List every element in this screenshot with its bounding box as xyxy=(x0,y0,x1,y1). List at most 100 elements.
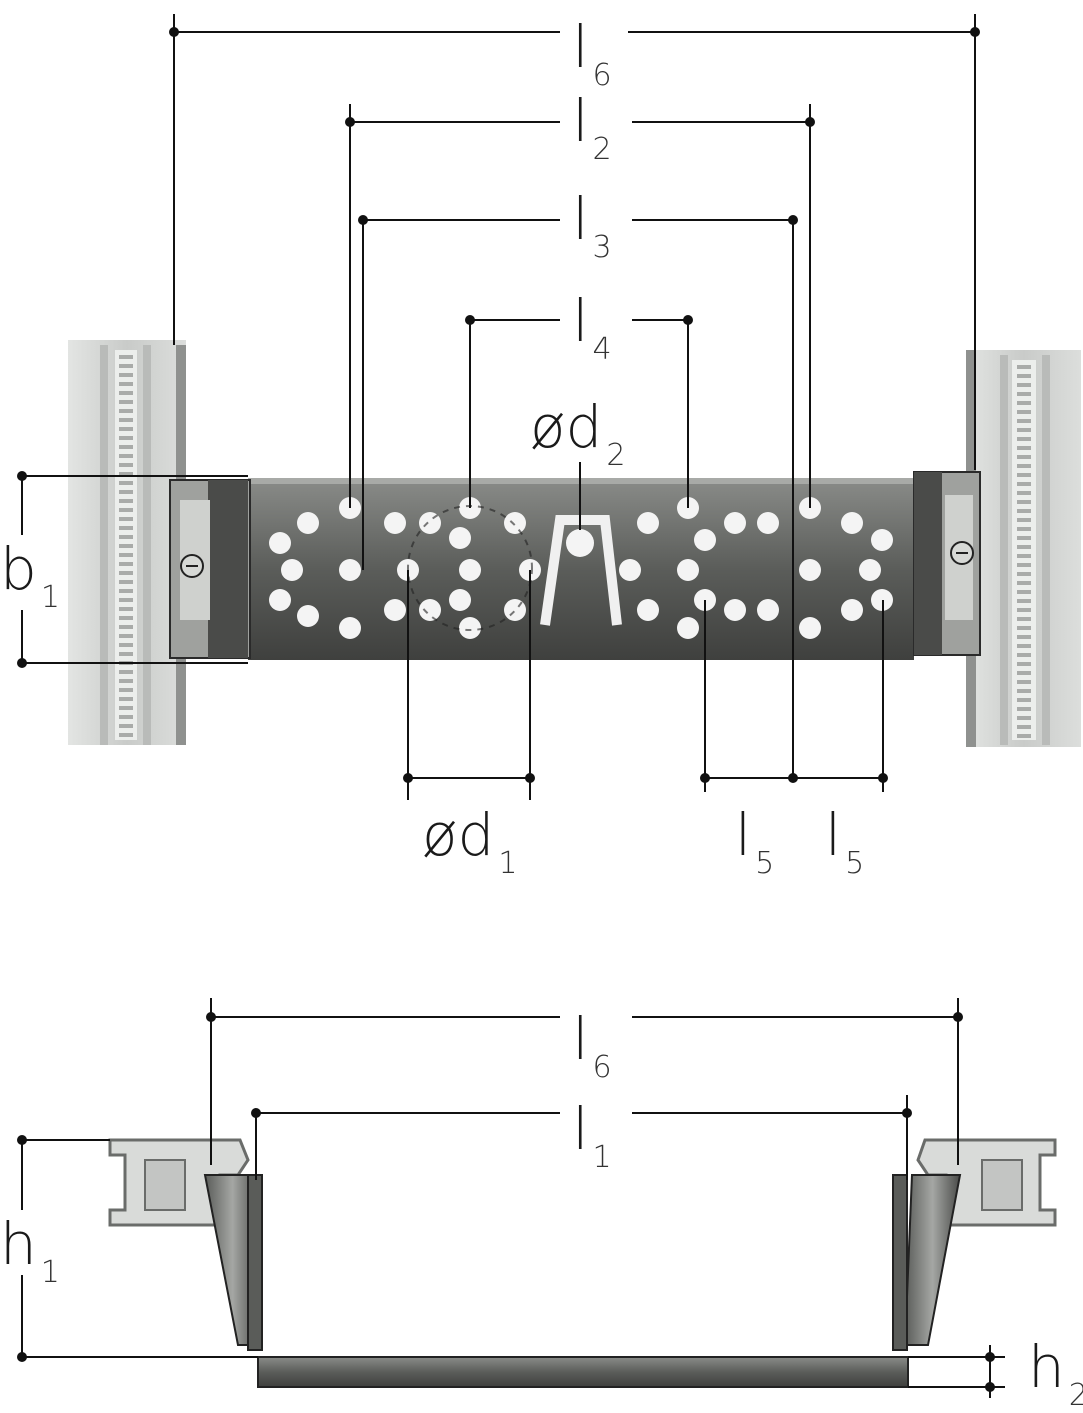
plate-hole xyxy=(724,599,746,621)
rail-slot xyxy=(1017,455,1031,459)
plate-hole xyxy=(841,512,863,534)
plate-hole xyxy=(859,559,881,581)
rail-slot xyxy=(1017,572,1031,576)
rail-slot xyxy=(119,535,133,539)
plate-hole xyxy=(677,617,699,639)
rail-slot xyxy=(1017,518,1031,522)
plate-hole xyxy=(269,532,291,554)
rail-slot xyxy=(1017,410,1031,414)
rail-slot xyxy=(1017,419,1031,423)
plate-hole xyxy=(269,589,291,611)
rail-slot xyxy=(1017,563,1031,567)
rail-slot xyxy=(1017,374,1031,378)
rail-slot xyxy=(1017,509,1031,513)
rail-slot xyxy=(1017,527,1031,531)
plate-hole xyxy=(419,599,441,621)
plate-hole xyxy=(841,599,863,621)
plate-hole xyxy=(757,599,779,621)
dimension-dot xyxy=(525,773,535,783)
rail-slot xyxy=(1017,554,1031,558)
rail-slot xyxy=(119,715,133,719)
rail-slot xyxy=(119,733,133,737)
rail-slot xyxy=(119,634,133,638)
plate-hole xyxy=(504,512,526,534)
plate-hole xyxy=(504,599,526,621)
plate-hole xyxy=(449,527,471,549)
rail-slot xyxy=(1017,500,1031,504)
rail-slot xyxy=(119,679,133,683)
rail-slot xyxy=(119,652,133,656)
rail-slot xyxy=(1017,644,1031,648)
rail-slot xyxy=(119,697,133,701)
rail-slot xyxy=(119,580,133,584)
rail-slot xyxy=(1017,617,1031,621)
rail-slot xyxy=(119,436,133,440)
dimension-dot xyxy=(788,773,798,783)
rail-slot xyxy=(1017,536,1031,540)
plate-hole xyxy=(459,559,481,581)
rail-slot xyxy=(119,553,133,557)
side-view-left-rail xyxy=(108,1138,262,1346)
right-rail xyxy=(966,350,1081,747)
side-view-plate xyxy=(247,1174,909,1388)
rail-slot xyxy=(1017,662,1031,666)
rail-slot xyxy=(1017,716,1031,720)
rail-slot xyxy=(1017,392,1031,396)
rail-slot xyxy=(119,706,133,710)
plate-hole xyxy=(459,617,481,639)
rail-slot xyxy=(119,445,133,449)
rail-slot xyxy=(119,373,133,377)
rail-slot xyxy=(119,427,133,431)
bottom-dimension-lines xyxy=(17,998,1005,1398)
rail-slot xyxy=(119,517,133,521)
rail-slot xyxy=(119,472,133,476)
rail-slot xyxy=(119,544,133,548)
rail-slot xyxy=(119,391,133,395)
plate-hole xyxy=(281,559,303,581)
rail-slot xyxy=(119,571,133,575)
plate-hole xyxy=(339,617,361,639)
plate-hole xyxy=(297,512,319,534)
plate-hole xyxy=(637,512,659,534)
plate-hole xyxy=(384,599,406,621)
rail-slot xyxy=(1017,725,1031,729)
rail-slot xyxy=(1017,608,1031,612)
rail-slot xyxy=(119,364,133,368)
rail-slot xyxy=(119,616,133,620)
rail-slot xyxy=(1017,653,1031,657)
side-view-right-rail xyxy=(903,1138,1057,1346)
dimension-dot xyxy=(403,773,413,783)
rail-slot xyxy=(119,625,133,629)
rail-slot xyxy=(119,418,133,422)
plate-hole xyxy=(677,559,699,581)
rail-slot xyxy=(1017,491,1031,495)
rail-slot xyxy=(119,355,133,359)
rail-slot xyxy=(1017,707,1031,711)
plate-hole xyxy=(339,559,361,581)
rail-slot xyxy=(1017,545,1031,549)
plate-hole xyxy=(384,512,406,534)
rail-slot xyxy=(1017,401,1031,405)
right-clamp xyxy=(913,471,981,656)
rail-slot xyxy=(1017,680,1031,684)
rail-slot xyxy=(119,526,133,530)
rail-slot xyxy=(119,670,133,674)
left-clamp xyxy=(169,479,251,659)
rail-slot xyxy=(119,724,133,728)
rail-slot xyxy=(119,400,133,404)
rail-slot xyxy=(1017,626,1031,630)
rail-slot xyxy=(119,490,133,494)
rail-slot xyxy=(1017,581,1031,585)
